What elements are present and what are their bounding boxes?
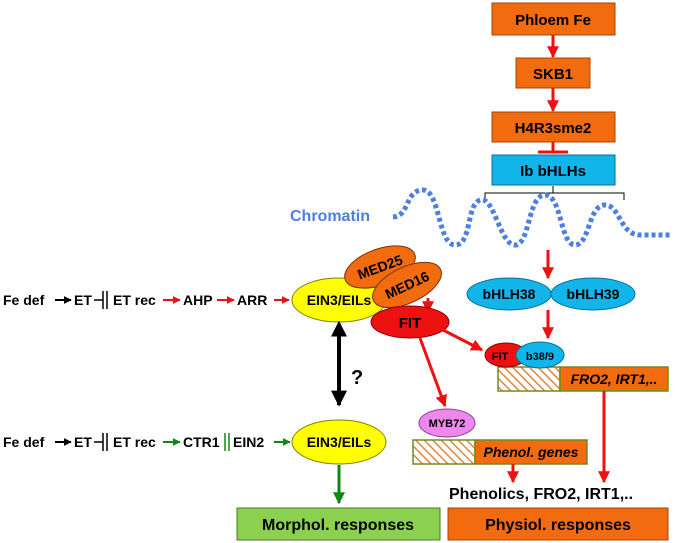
med16-ellipse xyxy=(372,261,442,309)
b38-9-ellipse xyxy=(515,341,565,369)
arrow-fit-to-myb72 xyxy=(418,337,447,408)
top-et: ET xyxy=(74,292,92,308)
ib-bhlhs-label: Ib bHLHs xyxy=(520,163,586,180)
arrow-fit-to-complex xyxy=(442,328,484,352)
top-ahp: AHP xyxy=(183,292,213,308)
bhlh39-label: bHLH39 xyxy=(567,286,620,302)
ib-bhlhs-box xyxy=(491,154,616,186)
ein3-bottom-label: EIN3/EILs xyxy=(307,434,372,450)
phenol-promoter-hatch xyxy=(412,439,476,465)
bottom-fe-def: Fe def xyxy=(3,434,45,450)
chromatin-strand xyxy=(392,187,672,248)
top-et-rec: ET rec xyxy=(113,292,156,308)
myb72-ellipse xyxy=(418,408,476,438)
question-mark: ? xyxy=(351,367,363,389)
skb1-label: SKB1 xyxy=(533,66,573,83)
physiol-responses-box xyxy=(447,507,669,541)
fro2-irt1-promoter-hatch xyxy=(497,366,561,392)
bhlh39-ellipse xyxy=(550,277,636,311)
phenol-genes-label: Phenol. genes xyxy=(484,444,579,460)
bhlh38-label: bHLH38 xyxy=(483,286,536,302)
b38-9-label: b38/9 xyxy=(526,351,554,363)
bottom-et-rec: ET rec xyxy=(113,434,156,450)
morphol-responses-label: Morphol. responses xyxy=(262,517,414,534)
morphol-responses-box xyxy=(236,507,441,541)
chromatin-bracket xyxy=(484,186,625,200)
phenol-gene-box xyxy=(474,439,588,465)
fit-small-label: FIT xyxy=(492,351,509,363)
phenolics-label: Phenolics, FRO2, IRT1,.. xyxy=(449,486,633,503)
physiol-responses-label: Physiol. responses xyxy=(485,517,631,534)
chromatin-label: Chromatin xyxy=(290,208,370,225)
top-arr: ARR xyxy=(237,292,267,308)
fro2-irt1-label: FRO2, IRT1,.. xyxy=(571,371,658,387)
bottom-ein2: EIN2 xyxy=(233,434,264,450)
top-fe-def: Fe def xyxy=(3,292,45,308)
bottom-et: ET xyxy=(74,434,92,450)
h4r3sme2-box xyxy=(491,111,616,143)
myb72-label: MYB72 xyxy=(429,418,466,430)
phloem-fe-box xyxy=(491,2,616,36)
ein3-bottom-ellipse xyxy=(291,419,387,465)
bottom-ctr1: CTR1 xyxy=(183,434,220,450)
h4r3sme2-label: H4R3sme2 xyxy=(515,120,592,137)
skb1-box xyxy=(515,57,591,89)
fit-ellipse xyxy=(370,305,450,339)
fro2-irt1-gene-box xyxy=(559,366,669,392)
ein3-top-label: EIN3/EILs xyxy=(307,292,372,308)
fit-label: FIT xyxy=(399,315,422,332)
phloem-fe-label: Phloem Fe xyxy=(515,12,591,29)
